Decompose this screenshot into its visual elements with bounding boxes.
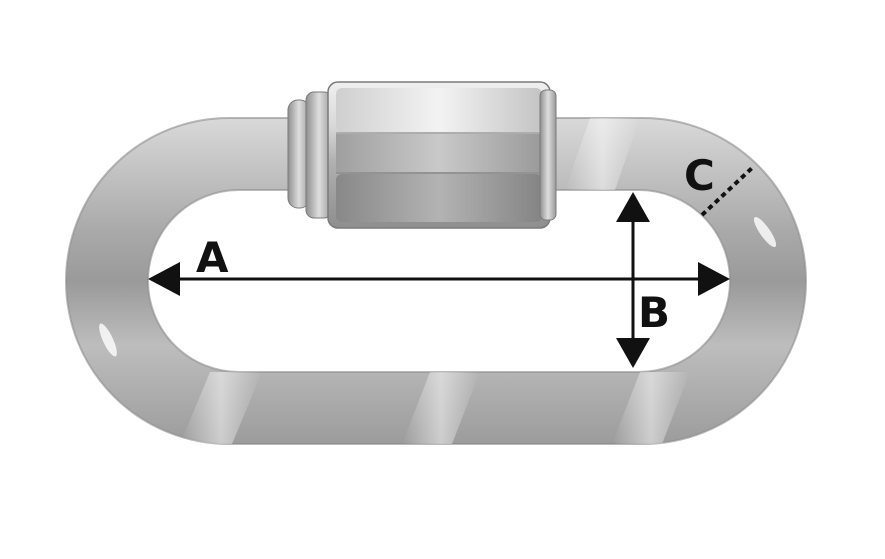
dimension-c-dotted-line <box>700 166 754 217</box>
dimension-a-arrow-left <box>148 262 180 296</box>
dimension-c: C <box>684 151 754 217</box>
dimension-b: B <box>616 192 670 368</box>
dimension-a: A <box>148 233 730 296</box>
screw-sleeve <box>287 81 557 229</box>
label-b: B <box>638 288 670 337</box>
label-a: A <box>196 233 229 282</box>
dimension-b-arrow-bottom <box>616 338 650 368</box>
dimension-b-arrow-top <box>616 192 650 222</box>
link-ring <box>65 117 807 445</box>
dimension-a-arrow-right <box>698 262 730 296</box>
label-c: C <box>684 151 715 200</box>
